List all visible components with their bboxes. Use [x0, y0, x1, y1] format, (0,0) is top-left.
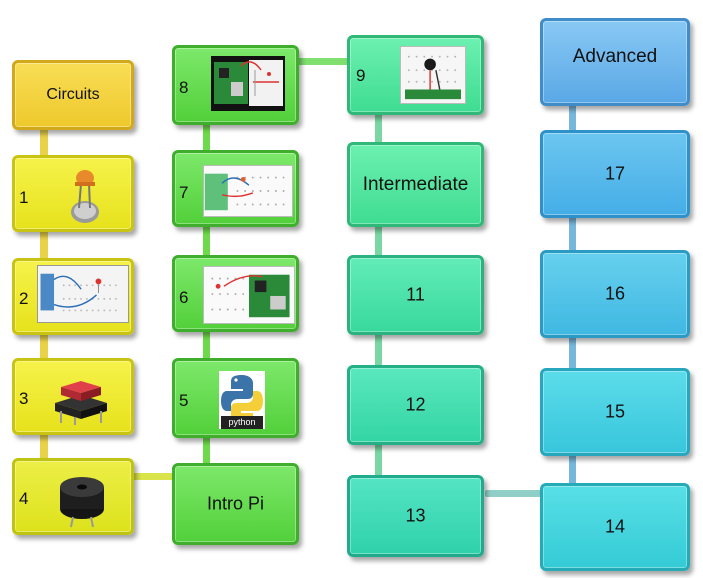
advanced-title-tile[interactable]: Advanced — [540, 18, 690, 106]
led-icon — [63, 164, 107, 226]
step-number: 16 — [604, 283, 626, 304]
advanced-title: Advanced — [572, 46, 658, 68]
connector-13-to-14 — [485, 490, 545, 497]
step-number: 5 — [179, 391, 189, 410]
push-button-icon — [49, 369, 113, 425]
buzzer-icon — [53, 467, 111, 529]
raspberry-pi-breadboard-icon — [203, 266, 295, 324]
step-number: 9 — [356, 66, 366, 85]
intermediate-title: Intermediate — [362, 173, 469, 195]
step-7-tile[interactable]: 7 — [172, 150, 299, 227]
breadboard-circuit-icon — [37, 265, 129, 323]
breadboard-wiring-icon — [203, 165, 293, 217]
step-15-tile[interactable]: 15 — [540, 368, 690, 456]
step-number: 3 — [19, 389, 29, 408]
step-3-tile[interactable]: 3 — [12, 358, 134, 435]
step-1-tile[interactable]: 1 — [12, 155, 134, 232]
step-13-tile[interactable]: 13 — [347, 475, 484, 557]
intro-pi-title-tile[interactable]: Intro Pi — [172, 463, 299, 545]
intro-pi-title: Intro Pi — [206, 493, 265, 514]
step-number: 1 — [19, 188, 29, 207]
step-number: 8 — [179, 78, 189, 97]
python-caption: python — [221, 416, 263, 429]
step-9-tile[interactable]: 9 — [347, 35, 484, 115]
step-11-tile[interactable]: 11 — [347, 255, 484, 335]
python-logo-icon: python — [219, 371, 265, 429]
step-2-tile[interactable]: 2 — [12, 258, 134, 335]
circuits-title: Circuits — [46, 86, 100, 103]
step-number: 13 — [405, 505, 426, 526]
connector-4-to-intro — [130, 473, 175, 480]
step-14-tile[interactable]: 14 — [540, 483, 690, 571]
step-8-tile[interactable]: 8 — [172, 45, 299, 125]
step-number: 15 — [604, 401, 626, 422]
step-6-tile[interactable]: 6 — [172, 255, 299, 332]
circuits-title-tile[interactable]: Circuits — [12, 60, 134, 130]
step-number: 17 — [604, 163, 626, 184]
breadboard-buzzer-icon — [400, 46, 466, 104]
step-number: 7 — [179, 183, 189, 202]
step-16-tile[interactable]: 16 — [540, 250, 690, 338]
step-number: 14 — [604, 516, 626, 537]
raspberry-pi-circuit-icon — [211, 56, 285, 111]
step-17-tile[interactable]: 17 — [540, 130, 690, 218]
step-5-tile[interactable]: 5 python — [172, 358, 299, 438]
step-number: 4 — [19, 489, 29, 508]
step-4-tile[interactable]: 4 — [12, 458, 134, 535]
intermediate-title-tile[interactable]: Intermediate — [347, 142, 484, 227]
step-number: 11 — [406, 284, 425, 305]
step-12-tile[interactable]: 12 — [347, 365, 484, 445]
step-number: 12 — [405, 394, 426, 415]
connector-8-to-9 — [298, 58, 353, 65]
step-number: 6 — [179, 288, 189, 307]
step-number: 2 — [19, 289, 29, 308]
